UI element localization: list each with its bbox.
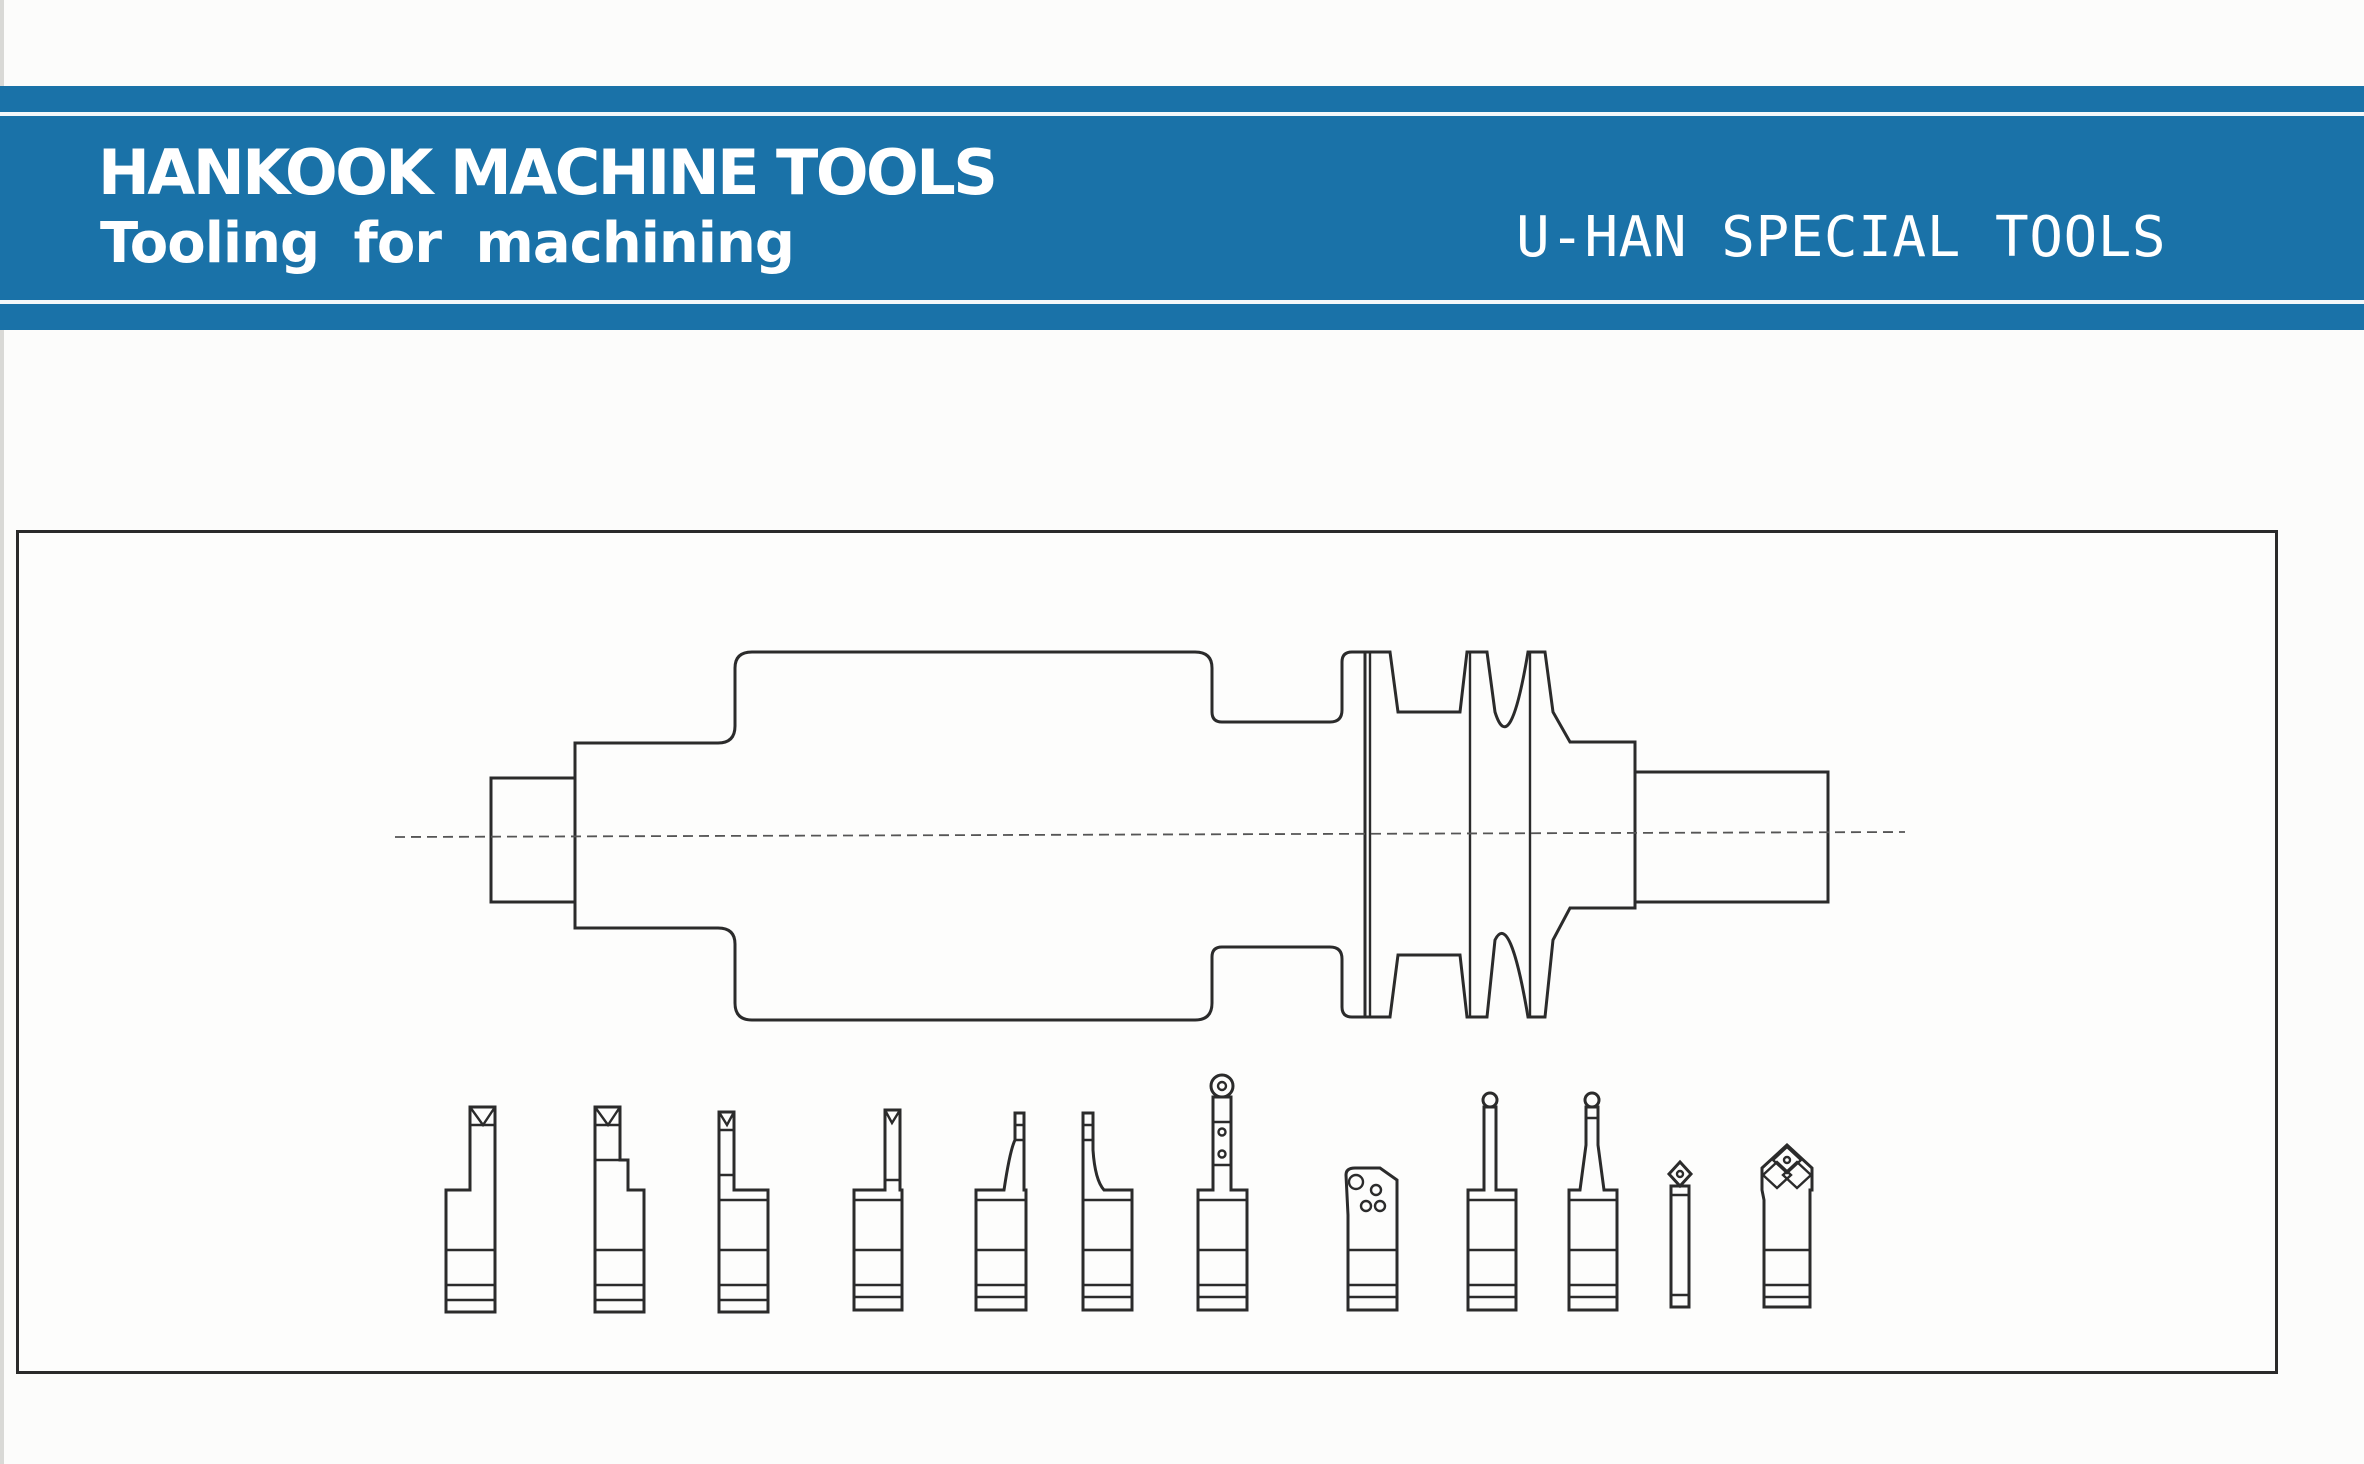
boring-bar-icon: [1567, 1091, 1619, 1312]
drawing-frame: [16, 530, 2278, 1374]
boring-bar-icon: [1196, 1073, 1249, 1312]
page-edge: [0, 0, 4, 1464]
grooving-tool-icon: [593, 1105, 646, 1314]
banner-rule-bottom: [0, 300, 2364, 304]
square-insert-cutter-icon: [1760, 1142, 1814, 1309]
threading-tool-icon: [852, 1108, 904, 1312]
banner-rule-top: [0, 112, 2364, 116]
small-insert-holder-icon: [1666, 1159, 1694, 1309]
center-axis: [394, 831, 1906, 838]
tool-holders-row: [444, 1073, 1814, 1314]
profiling-tool-icon: [974, 1111, 1028, 1312]
grooving-tool-icon: [444, 1105, 497, 1314]
workpiece-shaft: [394, 650, 1906, 1022]
profiling-tool-icon: [1081, 1111, 1134, 1312]
header-banner: HANKOOK MACHINE TOOLS Tooling for machin…: [0, 86, 2364, 330]
shaft-right-stub: [1633, 770, 1830, 904]
series-name: U-HAN SPECIAL TOOLS: [1516, 205, 2167, 270]
round-insert-holder-icon: [1344, 1166, 1399, 1312]
shaft-main-body: [573, 650, 1367, 1022]
company-name: HANKOOK MACHINE TOOLS: [98, 136, 998, 209]
grooving-tool-icon: [717, 1110, 770, 1314]
shaft-left-stub: [489, 776, 577, 904]
boring-bar-icon: [1466, 1091, 1518, 1312]
tagline: Tooling for machining: [100, 211, 795, 276]
